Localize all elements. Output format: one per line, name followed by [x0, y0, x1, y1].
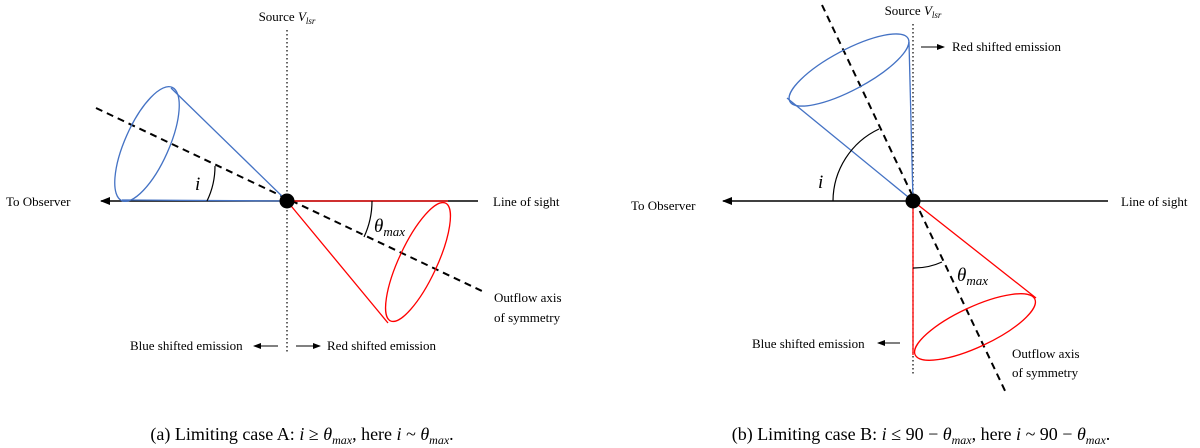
- outflow-axis-label-b-2: of symmetry: [1012, 365, 1079, 380]
- line-of-sight-label: Line of sight: [493, 194, 560, 209]
- blue-cone-b: [786, 33, 914, 202]
- outflow-axis-label-b: Outflow axis: [1012, 346, 1080, 361]
- caption-a: (a) Limiting case A: i ≥ θmax, here i ~ …: [150, 424, 453, 447]
- source-label: Source Vlsr: [259, 9, 316, 26]
- angle-theta-label-b: θmax: [957, 265, 988, 288]
- outflow-axis-label-2: of symmetry: [494, 310, 561, 325]
- panel-b: Source Vlsr Red shifted emission To Obse…: [631, 3, 1188, 447]
- angle-theta-label: θmax: [374, 216, 405, 239]
- blue-shifted-label: Blue shifted emission: [130, 338, 243, 353]
- angle-theta-arc-b: [912, 261, 943, 269]
- outflow-axis-label: Outflow axis: [494, 290, 562, 305]
- red-cone-b: [912, 200, 1037, 361]
- to-observer-label: To Observer: [6, 194, 71, 209]
- angle-i-label-b: i: [818, 172, 823, 193]
- source-dot: [279, 193, 295, 209]
- panel-a: Source Vlsr To Observer Line of sight i …: [6, 9, 562, 447]
- caption-b: (b) Limiting case B: i ≤ 90 − θmax, here…: [732, 424, 1111, 447]
- red-cone: [286, 200, 452, 324]
- angle-i-label: i: [195, 174, 200, 195]
- red-shifted-label: Red shifted emission: [327, 338, 437, 353]
- blue-shifted-label-b: Blue shifted emission: [752, 336, 865, 351]
- source-label-b: Source Vlsr: [885, 3, 942, 20]
- red-shifted-label-b: Red shifted emission: [952, 39, 1062, 54]
- angle-i-arc: [206, 165, 216, 202]
- angle-i-arc-b: [832, 128, 880, 202]
- to-observer-label-b: To Observer: [631, 198, 696, 213]
- angle-theta-arc: [363, 200, 373, 238]
- blue-cone: [114, 86, 288, 202]
- line-of-sight-label-b: Line of sight: [1121, 194, 1188, 209]
- source-dot-b: [905, 193, 921, 209]
